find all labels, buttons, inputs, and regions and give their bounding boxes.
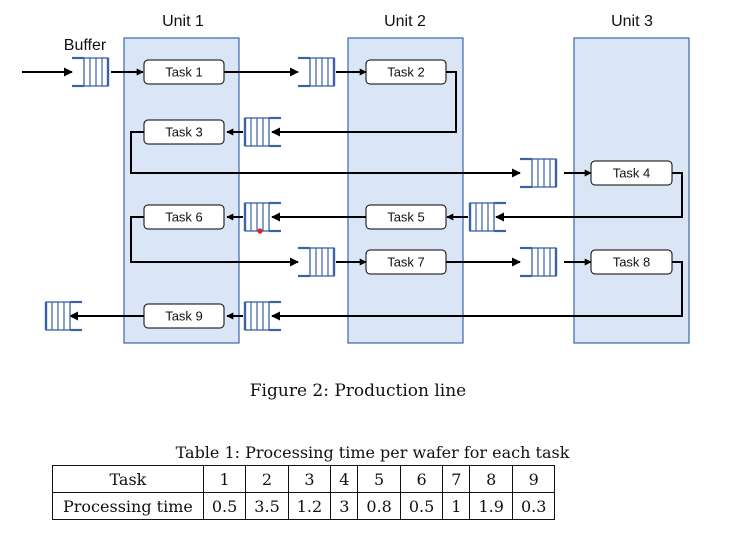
task-9-label: Task 9 [165,309,203,324]
flow-lines [22,67,683,321]
header-cell: 1 [202,465,247,493]
header-cell: 7 [442,465,471,493]
header-cell: 4 [330,465,359,493]
header-cell: 5 [357,465,401,493]
table-caption: Table 1: Processing time per wafer for e… [175,443,570,462]
table-cell: 3 [330,492,359,520]
task-4-label: Task 4 [613,166,651,181]
task-7-label: Task 7 [387,255,425,270]
task-7: Task 7 [365,249,447,275]
buffer-queue-icon [468,201,506,233]
buffer-label: Buffer [64,37,107,54]
table-cell: 3.5 [245,492,289,520]
task-6: Task 6 [143,204,225,230]
table-cell: 1 [442,492,471,520]
table-cell: 1.2 [287,492,332,520]
task-2: Task 2 [365,59,447,85]
task-1-label: Task 1 [165,65,203,80]
table-cell: 1.9 [469,492,513,520]
header-cell: 8 [469,465,513,493]
table-cell: 0.8 [357,492,401,520]
buffer-queue-icon [44,300,82,332]
task-8-label: Task 8 [613,255,651,270]
task-5-label: Task 5 [387,210,425,225]
task-5: Task 5 [365,204,447,230]
header-cell: 3 [287,465,332,493]
header-cell: 2 [245,465,289,493]
table-header-row: Task 1 2 3 4 5 6 7 8 9 [52,465,556,493]
buffer-queue-icon [72,56,110,88]
buffer-queue-icon [520,246,558,278]
production-line-figure: Unit 1 Unit 2 Unit 3 Buffer Task 1 Task … [22,13,690,401]
unit-1-box [123,37,240,344]
buffer-queue-icon [243,201,281,233]
task-3-label: Task 3 [165,125,203,140]
unit-3-label: Unit 3 [611,13,653,30]
header-cell: 6 [399,465,444,493]
buffer-queue-icon [243,116,281,148]
unit-1-label: Unit 1 [162,13,204,30]
task-8: Task 8 [590,249,673,275]
header-cell-task: Task [52,465,204,493]
buffer-queue-icon [243,300,281,332]
task-2-label: Task 2 [387,65,425,80]
unit-2-box [347,37,464,344]
buffers-group [44,56,558,332]
unit-3-box [573,37,690,344]
task-6-label: Task 6 [165,210,203,225]
header-cell: 9 [511,465,556,493]
row-label-processing-time: Processing time [52,492,204,520]
table-cell: 0.3 [511,492,556,520]
task-1: Task 1 [143,59,225,85]
buffer-queue-icon [298,56,336,88]
red-dot-marker [257,228,263,234]
task-4: Task 4 [590,160,673,186]
task-9: Task 9 [143,303,225,329]
processing-time-table: Task 1 2 3 4 5 6 7 8 9 Processing time 0… [52,465,556,520]
buffer-queue-icon [520,157,558,189]
task-3: Task 3 [143,119,225,145]
table-row: Processing time 0.5 3.5 1.2 3 0.8 0.5 1 … [52,492,556,520]
figure-caption: Figure 2: Production line [250,381,467,401]
unit-2-label: Unit 2 [384,13,426,30]
table-cell: 0.5 [202,492,247,520]
table-cell: 0.5 [399,492,444,520]
buffer-queue-icon [298,246,336,278]
